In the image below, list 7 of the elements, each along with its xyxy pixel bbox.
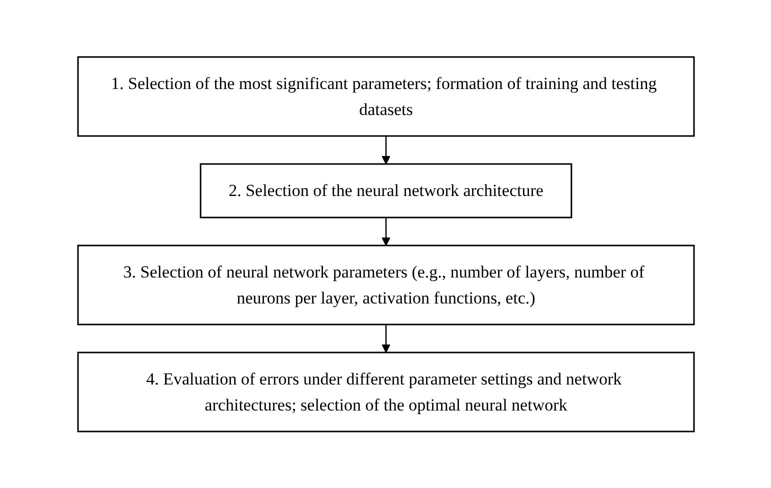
arrow: [381, 217, 390, 246]
node-box: 4. Evaluation of errors under different parameter settings and network architectures; selection of the optimal neural network: [76, 352, 694, 432]
arrow: [381, 324, 390, 353]
node-box: 2. Selection of the neural network architecture: [199, 163, 572, 218]
arrow: [381, 136, 390, 164]
node-box: 1. Selection of the most significant parameters; formation of training and testing datasets: [76, 56, 694, 136]
node-box: 3. Selection of neural network parameters (e.g., number of layers, number of neurons per layer, activation functions, etc.): [76, 244, 694, 325]
